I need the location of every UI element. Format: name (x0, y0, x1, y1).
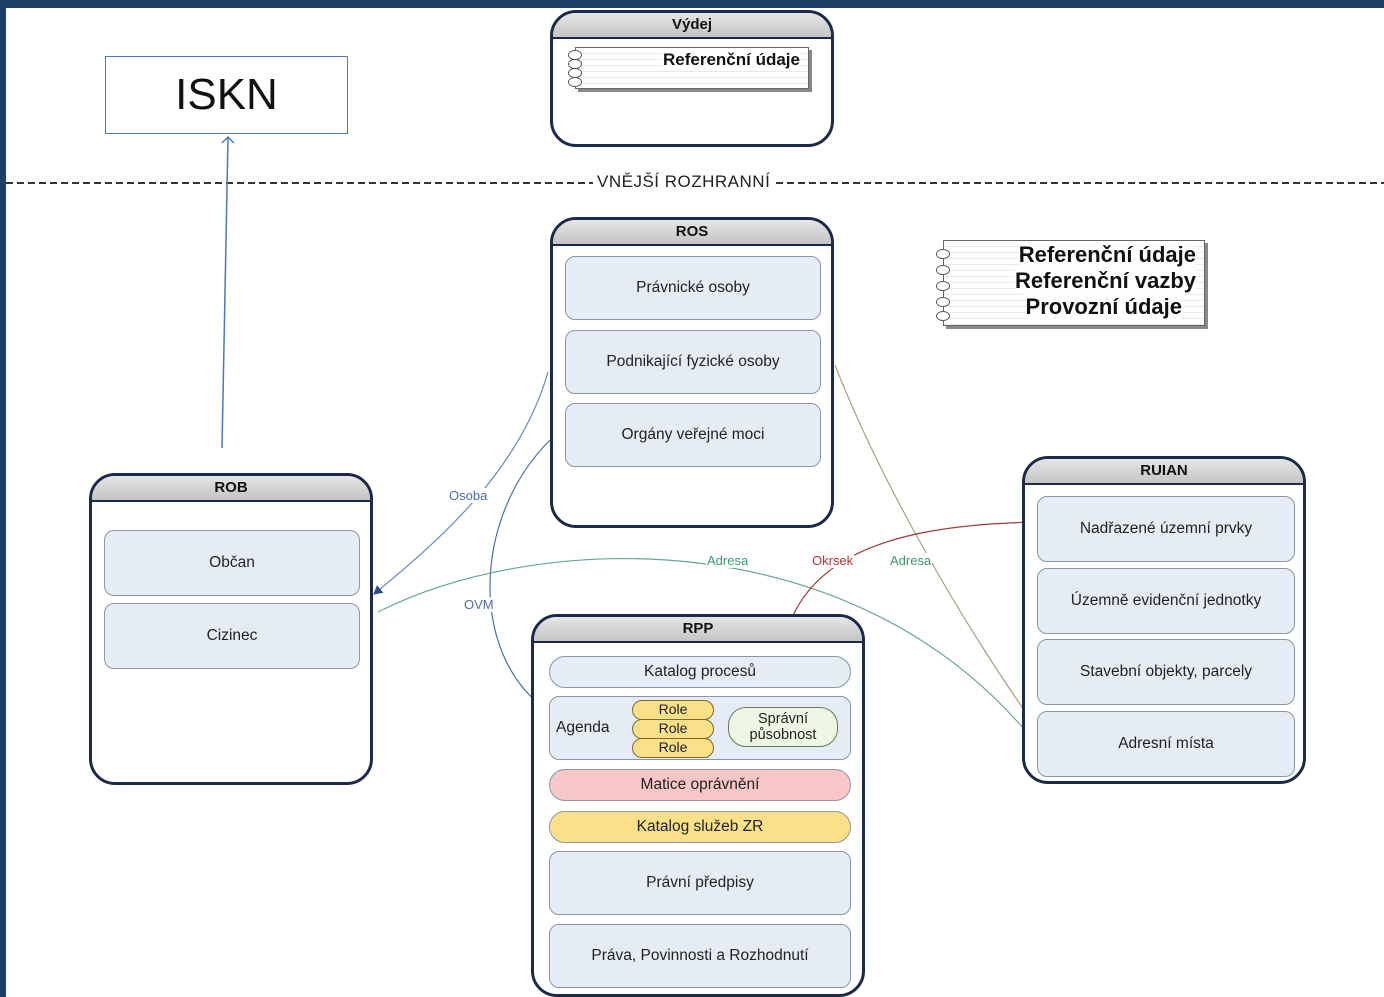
adresa-connector-rob (377, 558, 1039, 747)
vydej-note-text: Referenční údaje (663, 50, 800, 70)
ruian-title: RUIAN (1025, 459, 1303, 485)
edge-label-ovm: OVM (463, 597, 495, 612)
osoba-connector (373, 371, 549, 595)
vydej-module: Výdej Referenční údaje (550, 10, 834, 147)
ros-item-organy-verejne-moci: Orgány veřejné moci (565, 403, 821, 467)
spiral-icon (936, 281, 950, 291)
legend-line-1: Referenční údaje (1018, 242, 1196, 268)
iskn-label: ISKN (175, 70, 278, 119)
rpp-prava-povinnosti: Práva, Povinnosti a Rozhodnutí (549, 924, 851, 988)
edge-label-osoba: Osoba (448, 488, 489, 503)
ruian-item-adresni-mista: Adresní místa (1037, 711, 1295, 777)
legend-line-3: Provozní údaje (1025, 294, 1182, 320)
rob-item-cizinec: Cizinec (104, 603, 360, 669)
spiral-icon (936, 311, 950, 321)
rpp-spravni-pusobnost: Správní působnost (728, 707, 838, 747)
spiral-icon (568, 77, 582, 87)
ruian-item-uzemne-evidencni-jednotky: Územně evidenční jednotky (1037, 568, 1295, 634)
interface-label: VNĚJŠÍ ROZHRANNÍ (593, 172, 775, 192)
rpp-role-3: Role (632, 738, 714, 758)
ovm-connector (489, 439, 551, 713)
edge-label-adresa-1: Adresa (706, 553, 750, 568)
frame-left-bar (0, 0, 6, 997)
ros-item-podnikajici-osoby: Podnikající fyzické osoby (565, 330, 821, 394)
ros-item-pravnicke-osoby: Právnické osoby (565, 256, 821, 320)
legend-line-2: Referenční vazby (1015, 268, 1196, 294)
rpp-agenda-label: Agenda (556, 719, 610, 736)
adresa-connector-ros (834, 364, 1039, 731)
ruian-module: RUIAN Nadřazené územní prvky Územně evid… (1022, 456, 1306, 784)
rpp-spravni-line2: působnost (749, 727, 817, 743)
ros-module: ROS Právnické osoby Podnikající fyzické … (550, 217, 834, 528)
rob-title: ROB (92, 476, 370, 502)
spiral-icon (936, 265, 950, 275)
rob-item-obcan: Občan (104, 530, 360, 596)
spiral-icon (936, 249, 950, 259)
vydej-notepad: Referenční údaje (568, 47, 809, 89)
edge-label-adresa-2: Adresa (889, 553, 933, 568)
rpp-katalog-procesu: Katalog procesů (549, 656, 851, 688)
rob-to-iskn-arrow (221, 135, 235, 449)
rpp-katalog-sluzeb: Katalog služeb ZR (549, 811, 851, 843)
edge-label-okrsek: Okrsek (811, 553, 855, 568)
rpp-role-2: Role (632, 719, 714, 739)
iskn-box: ISKN (105, 56, 348, 134)
legend-notepad: Referenční údaje Referenční vazby Provoz… (936, 240, 1205, 326)
rob-module: ROB Občan Cizinec (89, 473, 373, 785)
ros-title: ROS (553, 220, 831, 246)
frame-top-bar (0, 0, 1384, 8)
vydej-title: Výdej (553, 13, 831, 39)
ruian-item-nadrazene-prvky: Nadřazené územní prvky (1037, 496, 1295, 562)
rpp-title: RPP (534, 617, 862, 643)
rpp-agenda-box: Agenda Role Role Role Správní působnost (549, 696, 851, 760)
rpp-role-1: Role (632, 700, 714, 720)
rpp-matice-opravneni: Matice oprávnění (549, 769, 851, 801)
rpp-pravni-predpisy: Právní předpisy (549, 851, 851, 915)
rpp-spravni-line1: Správní (758, 711, 808, 727)
ruian-item-stavebni-objekty: Stavební objekty, parcely (1037, 639, 1295, 705)
rpp-module: RPP Katalog procesů Agenda Role Role Rol… (531, 614, 865, 997)
spiral-icon (936, 297, 950, 307)
